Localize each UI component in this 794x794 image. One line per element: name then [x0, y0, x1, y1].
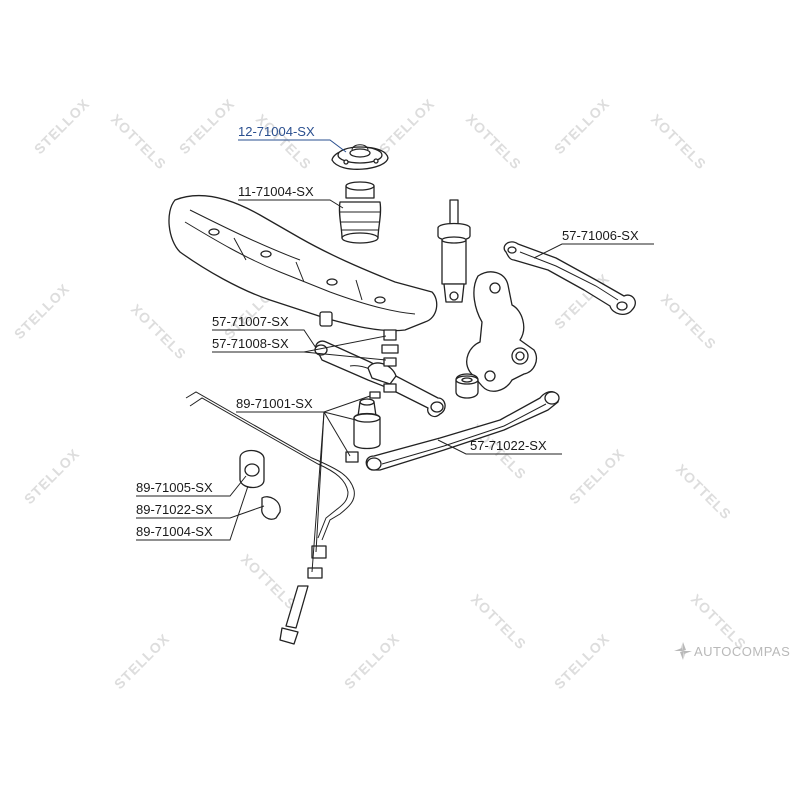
- watermark-brand: STELLOX: [566, 445, 628, 507]
- watermark-brand: STELLOX: [341, 630, 403, 692]
- watermark-brand-mirrored: XOTTELS: [108, 111, 170, 173]
- watermark-brand-mirrored: XOTTELS: [128, 301, 190, 363]
- autocompas-logo: AUTOCOMPAS: [674, 642, 790, 660]
- label-stab-bush-3[interactable]: 89-71004-SX: [136, 524, 213, 539]
- top-mount-part: [331, 144, 389, 170]
- watermark-brand: STELLOX: [11, 280, 73, 342]
- compass-icon: [674, 642, 692, 660]
- watermark-brand: STELLOX: [551, 95, 613, 157]
- watermark-brand-mirrored: XOTTELS: [648, 111, 710, 173]
- watermark-brand: STELLOX: [176, 95, 238, 157]
- lower-arm: [314, 329, 446, 418]
- label-lower-link[interactable]: 57-71022-SX: [470, 438, 547, 453]
- bump-stop-part: [338, 181, 382, 244]
- part-labels: 12-71004-SX 11-71004-SX 57-71006-SX 57-7…: [136, 124, 639, 539]
- autocompas-text: AUTOCOMPAS: [694, 644, 790, 659]
- watermark-brand-mirrored: XOTTELS: [658, 291, 720, 353]
- link-kit-parts: [345, 391, 381, 463]
- watermark-brand-mirrored: XOTTELS: [463, 111, 525, 173]
- upper-control-link: [503, 241, 636, 316]
- watermark-brand-mirrored: XOTTELS: [238, 551, 300, 613]
- label-arm-bush-1[interactable]: 57-71007-SX: [212, 314, 289, 329]
- watermark-brand: STELLOX: [31, 95, 93, 157]
- shock-absorber: [437, 199, 471, 303]
- watermark-brand-mirrored: XOTTELS: [468, 591, 530, 653]
- label-upper-link[interactable]: 57-71006-SX: [562, 228, 639, 243]
- watermark-brand-mirrored: XOTTELS: [673, 461, 735, 523]
- rear-subframe: [168, 194, 438, 332]
- label-bump-stop[interactable]: 11-71004-SX: [238, 184, 314, 199]
- label-stab-bush-1[interactable]: 89-71005-SX: [136, 480, 213, 495]
- leader-lines: [136, 139, 654, 573]
- watermark-brand: STELLOX: [376, 95, 438, 157]
- watermark-brand: STELLOX: [111, 630, 173, 692]
- watermark-brand: STELLOX: [21, 445, 83, 507]
- label-top-mount[interactable]: 12-71004-SX: [238, 124, 315, 139]
- watermark-brand-mirrored: XOTTELS: [253, 111, 315, 173]
- label-link-kit[interactable]: 89-71001-SX: [236, 396, 313, 411]
- label-stab-bush-2[interactable]: 89-71022-SX: [136, 502, 213, 517]
- stabilizer-bar: [185, 391, 355, 645]
- lower-track-link: [365, 391, 560, 471]
- watermark-brand: STELLOX: [551, 630, 613, 692]
- wheel-knuckle: [455, 271, 538, 399]
- label-arm-bush-2[interactable]: 57-71008-SX: [212, 336, 289, 351]
